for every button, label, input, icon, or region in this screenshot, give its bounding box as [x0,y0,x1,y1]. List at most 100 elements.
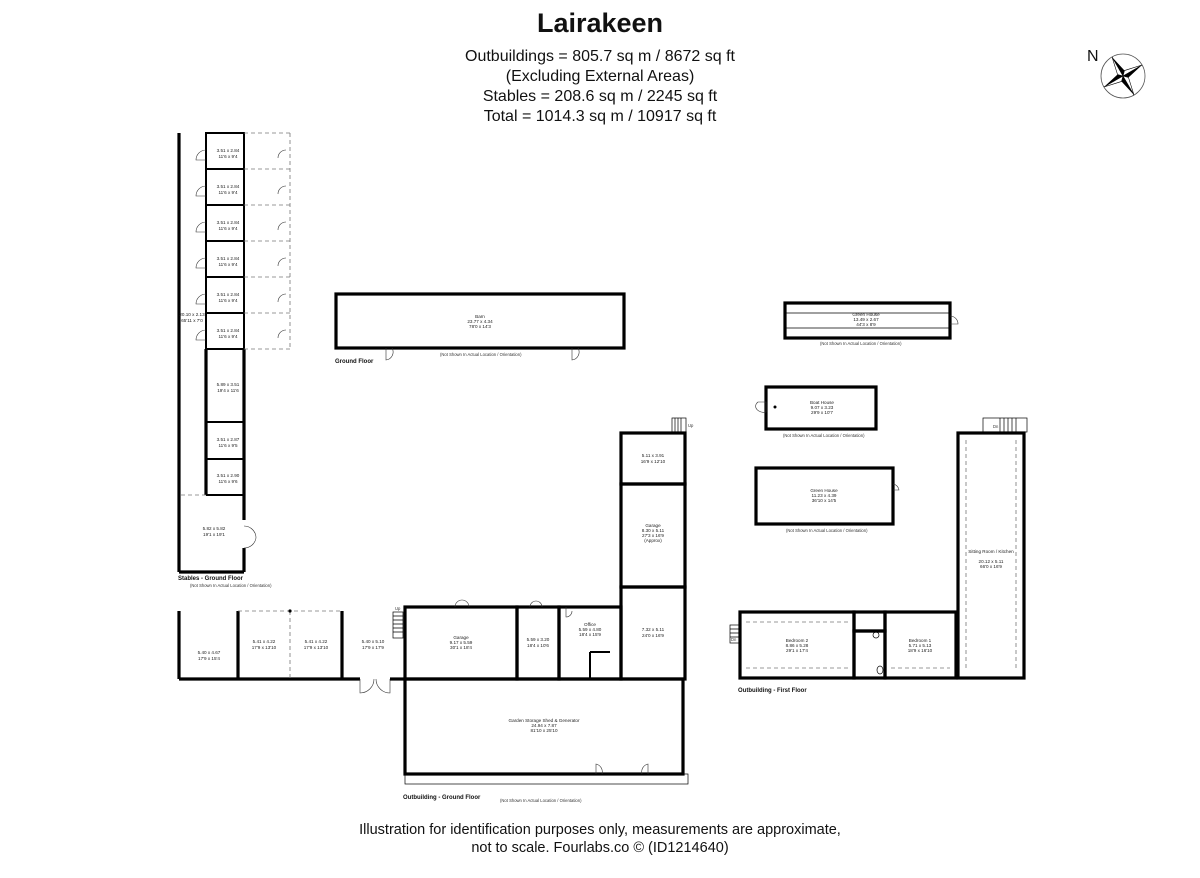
disclaimer-line-2: not to scale. Fourlabs.co © (ID1214640) [471,840,729,856]
stables-caption: Stables - Ground Floor [178,576,244,582]
stable-corridor-imperial: 65'11 x 7'0 [181,318,203,323]
boat-house-block: Boat House 9.07 x 3.23 29'9 x 10'7 (Not … [755,385,878,438]
disclaimer-line-1: Illustration for identification purposes… [359,822,841,838]
stable-box-1-imperial: 11'6 x 9'4 [218,154,237,159]
bay-1-imperial: 17'9 x 15'4 [198,656,220,661]
property-title: Lairakeen [536,8,664,38]
bedroom-1-name: Bedroom 1 [909,638,932,643]
barn-name: Barn [475,314,485,319]
green-house-1-block: Green House 13.49 x 2.67 44'3 x 8'9 (Not… [783,301,959,346]
disclaimer: Illustration for identification purposes… [0,821,1200,857]
garage-2-metric: 8.30 x 5.11 [642,528,665,533]
boat-house-location-note: (Not Shown In Actual Location / Orientat… [783,433,865,438]
ground-stair-up-label: Up [688,423,694,428]
garage-2-name: Garage [645,523,661,528]
shed-metric: 24.94 x 7.87 [531,723,557,728]
area-total: Total = 1014.3 sq m / 10917 sq ft [483,108,717,125]
barn-location-note: (Not Shown In Actual Location / Orientat… [440,352,522,357]
stable-box-9-metric: 3.51 x 2.90 [217,473,240,478]
green-house-2-imperial: 36'10 x 14'5 [812,498,837,503]
office-name: Office [584,622,596,627]
barn-imperial: 78'0 x 14'3 [469,324,491,329]
boat-house-metric: 9.07 x 3.23 [811,405,834,410]
green-house-1-location-note: (Not Shown In Actual Location / Orientat… [820,341,902,346]
stable-box-2-metric: 3.51 x 2.84 [217,184,240,189]
bedroom-2-name: Bedroom 2 [786,638,809,643]
sitting-room-metric: 20.12 x 5.11 [979,559,1004,564]
bedroom-2-imperial: 29'1 x 17'4 [786,648,808,653]
garage-1-imperial: 30'1 x 18'4 [450,645,472,650]
bay-2-imperial: 17'9 x 13'10 [252,645,277,650]
garage-1-name: Garage [453,635,469,640]
stable-box-1-metric: 3.51 x 2.84 [217,148,240,153]
barn-block: Barn 23.77 x 4.34 78'0 x 14'3 (Not Shown… [334,292,626,365]
office-metric: 5.59 x 4.80 [579,627,602,632]
bay-4-imperial: 17'9 x 17'9 [362,645,384,650]
sitting-room-imperial: 66'0 x 16'9 [980,564,1002,569]
outbuilding-first-block: Dn Dn Bedroom 2 8.86 x 5.28 29'1 x 17'4 … [729,417,1028,694]
bedroom-1-imperial: 18'9 x 16'10 [908,648,933,653]
stable-box-3-imperial: 11'6 x 9'4 [218,226,237,231]
stable-corridor-metric: 20.10 x 2.13 [179,312,205,317]
stable-box-4-imperial: 11'6 x 9'4 [218,262,237,267]
green-house-1-metric: 13.49 x 2.67 [853,317,879,322]
green-house-1-name: Green House [852,312,880,317]
green-house-2-location-note: (Not Shown In Actual Location / Orientat… [786,528,868,533]
bay-4-metric: 5.40 x 5.10 [362,639,385,644]
compass-rose-icon [1100,53,1146,99]
bay-2-metric: 5.41 x 4.22 [253,639,276,644]
stables-block: 3.51 x 2.84 11'6 x 9'4 3.51 x 2.84 11'6 … [177,132,291,588]
outbuilding-ground-caption: Outbuilding - Ground Floor [403,795,481,801]
stable-box-8-metric: 3.51 x 2.87 [217,437,240,442]
stable-box-5-metric: 3.51 x 2.84 [217,292,240,297]
outbuilding-ground-location-note: (Not Shown In Actual Location / Orientat… [500,798,582,803]
store-imperial: 18'4 x 10'6 [527,643,549,648]
stable-box-5-imperial: 11'6 x 9'4 [218,298,237,303]
stable-box-8-imperial: 11'6 x 9'5 [218,443,237,448]
room-top-metric: 5.11 x 3.91 [642,453,665,458]
stable-box-9-imperial: 11'6 x 9'6 [218,479,237,484]
barn-caption: Ground Floor [335,359,374,365]
ground-stair-label: Up [395,606,401,611]
garage-2-approx: (Approx) [644,538,662,543]
stable-box-6-metric: 3.51 x 2.84 [217,328,240,333]
outbuilding-ground-block: Up Up 5.40 x 4.67 17'9 x 15'4 5.41 x 4.2… [177,417,694,803]
sitting-room-name: Sitting Room / Kitchen [968,549,1014,554]
room-low-imperial: 24'0 x 16'9 [642,633,664,638]
stable-box-4-metric: 3.51 x 2.84 [217,256,240,261]
first-stair-dn-label: Dn [993,424,999,429]
stable-box-10-imperial: 19'1 x 19'1 [203,532,225,537]
north-label: N [1087,48,1099,65]
shed-name: Garden Storage Shed & Generator [509,718,580,723]
bedroom-1-metric: 5.71 x 5.13 [909,643,932,648]
store-metric: 5.59 x 3.20 [527,637,550,642]
office-imperial: 18'4 x 15'9 [579,632,601,637]
green-house-1-imperial: 44'3 x 8'9 [856,322,876,327]
stable-box-3-metric: 3.51 x 2.84 [217,220,240,225]
bay-3-metric: 5.41 x 4.22 [305,639,328,644]
room-low-metric: 7.32 x 5.11 [642,627,665,632]
boat-house-imperial: 29'9 x 10'7 [811,410,833,415]
stable-box-10-metric: 5.82 x 5.82 [203,526,226,531]
stable-box-7-imperial: 19'4 x 11'6 [217,388,239,393]
green-house-2-metric: 11.23 x 4.39 [812,493,837,498]
boat-house-name: Boat House [810,400,834,405]
garage-2-imperial: 27'3 x 16'9 [642,533,664,538]
shed-imperial: 81'10 x 25'10 [530,728,557,733]
stable-box-2-imperial: 11'6 x 9'4 [218,190,237,195]
stable-box-7-metric: 5.89 x 3.51 [217,382,240,387]
outbuilding-first-caption: Outbuilding - First Floor [738,688,807,694]
stable-box-6-imperial: 11'6 x 9'4 [218,334,237,339]
garage-1-metric: 9.17 x 5.59 [450,640,473,645]
area-outbuildings: Outbuildings = 805.7 sq m / 8672 sq ft [465,48,735,65]
room-top-imperial: 16'9 x 12'10 [641,459,666,464]
barn-metric: 23.77 x 4.34 [467,319,493,324]
bedroom-2-metric: 8.86 x 5.28 [786,643,809,648]
area-excluding-note: (Excluding External Areas) [505,68,695,85]
bay-1-metric: 5.40 x 4.67 [198,650,221,655]
first-stair-label: Dn [731,637,737,642]
bay-3-imperial: 17'9 x 13'10 [304,645,329,650]
area-stables: Stables = 208.6 sq m / 2245 sq ft [482,88,718,105]
green-house-2-name: Green House [810,488,838,493]
